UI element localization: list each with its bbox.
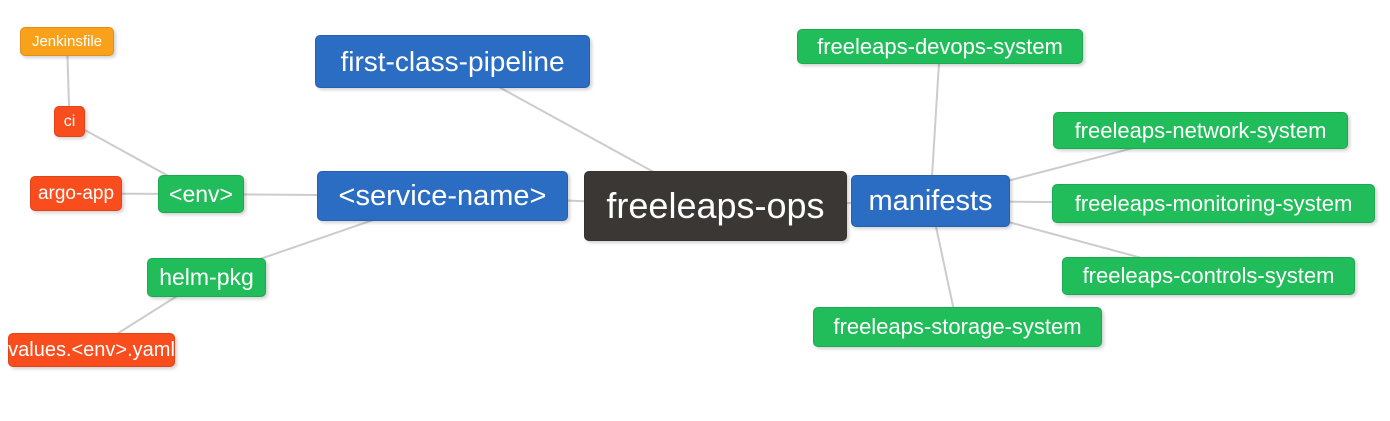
- node-label: freeleaps-devops-system: [817, 33, 1063, 59]
- node-label: freeleaps-network-system: [1074, 117, 1327, 143]
- node-jenkinsfile[interactable]: Jenkinsfile: [20, 27, 114, 56]
- node-monitoring-system[interactable]: freeleaps-monitoring-system: [1052, 184, 1375, 223]
- node-manifests[interactable]: manifests: [851, 175, 1010, 227]
- node-label: ci: [63, 112, 76, 130]
- node-first-class-pipeline[interactable]: first-class-pipeline: [315, 35, 590, 88]
- node-label: freeleaps-controls-system: [1082, 263, 1335, 288]
- node-label: first-class-pipeline: [340, 45, 565, 77]
- node-helm-pkg[interactable]: helm-pkg: [147, 258, 266, 297]
- node-ci[interactable]: ci: [54, 106, 85, 137]
- node-label: manifests: [868, 184, 993, 217]
- node-env[interactable]: <env>: [158, 175, 244, 213]
- node-network-system[interactable]: freeleaps-network-system: [1053, 112, 1348, 149]
- node-freeleaps-ops[interactable]: freeleaps-ops: [584, 171, 847, 241]
- node-label: argo-app: [37, 183, 115, 204]
- node-storage-system[interactable]: freeleaps-storage-system: [813, 307, 1102, 347]
- node-label: freeleaps-storage-system: [833, 314, 1082, 339]
- node-label: values.<env>.yaml: [8, 339, 175, 361]
- node-service-name[interactable]: <service-name>: [317, 171, 568, 221]
- node-label: helm-pkg: [159, 264, 254, 290]
- node-label: Jenkinsfile: [31, 33, 103, 50]
- node-label: <env>: [169, 180, 233, 207]
- node-label: freeleaps-ops: [606, 185, 825, 226]
- node-label: freeleaps-monitoring-system: [1074, 190, 1353, 216]
- node-label: <service-name>: [338, 179, 547, 212]
- node-devops-system[interactable]: freeleaps-devops-system: [797, 29, 1083, 64]
- node-values-env-yaml[interactable]: values.<env>.yaml: [8, 333, 175, 367]
- node-argo-app[interactable]: argo-app: [30, 176, 122, 211]
- node-controls-system[interactable]: freeleaps-controls-system: [1062, 257, 1355, 295]
